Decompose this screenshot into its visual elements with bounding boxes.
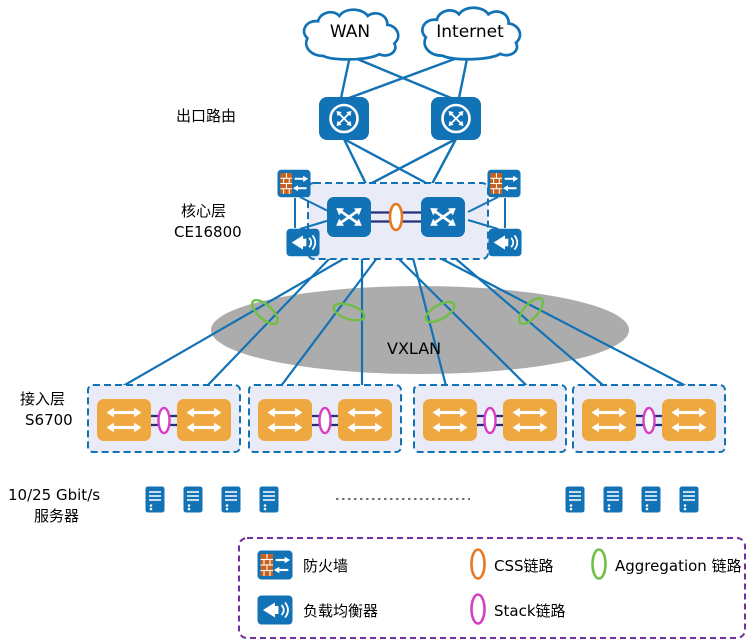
- access-switch-icon: [662, 399, 716, 441]
- cloud-router-links: [339, 52, 470, 100]
- stack-link-ellipses: [157, 406, 656, 435]
- access-switch-icon: [97, 399, 151, 441]
- servers-label: 10/25 Gbit/s 服务器: [8, 485, 100, 527]
- access-switch-icon: [338, 399, 392, 441]
- legend-load-balancer-icon: [257, 595, 293, 625]
- servers-label-line1: 10/25 Gbit/s: [8, 486, 101, 504]
- firewall-icon-right: [487, 170, 520, 197]
- css-link-ellipse: [388, 202, 404, 232]
- legend-load-balancer-label: 负载均衡器: [303, 602, 379, 620]
- servers-label-line2: 服务器: [34, 507, 80, 525]
- router-core-links: [342, 137, 458, 186]
- service-appliance-links: [294, 196, 506, 230]
- access-switch-icon: [582, 399, 636, 441]
- access-layer-label-line2: S6700: [25, 411, 73, 429]
- server-icon: [603, 486, 623, 513]
- legend-aggregation-link-ellipse: [591, 548, 607, 580]
- legend-stack-link-label: Stack链路: [494, 602, 566, 620]
- server-icon: [259, 486, 279, 513]
- exit-router-icon-right: [431, 97, 481, 140]
- core-switch-icon-right: [421, 197, 465, 237]
- load-balancer-icon-left: [286, 228, 320, 257]
- legend-firewall-icon: [258, 551, 293, 580]
- legend-stack-link-ellipse: [470, 593, 486, 625]
- access-switch-icons: [97, 399, 716, 441]
- server-icon: [679, 486, 699, 513]
- server-icon: [183, 486, 203, 513]
- legend-aggregation-link-label: Aggregation 链路: [615, 557, 742, 575]
- load-balancer-icon-right: [488, 228, 522, 257]
- aggregation-link-ellipses: [251, 297, 545, 326]
- server-icon: [641, 486, 661, 513]
- access-layer-label-line1: 接入层: [20, 390, 66, 408]
- core-layer-label-line2: CE16800: [174, 223, 242, 241]
- core-access-links: [122, 257, 687, 387]
- access-switch-icon: [258, 399, 312, 441]
- legend-css-link-label: CSS链路: [494, 557, 554, 575]
- access-layer-label: 接入层 S6700: [20, 389, 73, 431]
- internet-cloud-label: Internet: [436, 22, 504, 42]
- server-icon: [221, 486, 241, 513]
- access-switch-icon: [177, 399, 231, 441]
- access-switch-icon: [503, 399, 557, 441]
- vxlan-label: VXLAN: [387, 339, 442, 358]
- legend-css-link-ellipse: [470, 548, 486, 580]
- legend-firewall-label: 防火墙: [303, 557, 349, 575]
- core-layer-label: 核心层 CE16800: [174, 201, 242, 243]
- access-switch-icon: [423, 399, 477, 441]
- core-switch-icon-left: [327, 197, 371, 237]
- exit-router-label: 出口路由: [176, 107, 237, 125]
- server-icon: [145, 486, 165, 513]
- wan-cloud-label: WAN: [329, 22, 371, 42]
- firewall-icon-left: [277, 170, 310, 197]
- core-layer-label-line1: 核心层: [181, 202, 227, 220]
- legend-box: [238, 537, 746, 639]
- server-icon: [565, 486, 585, 513]
- exit-router-icon-left: [319, 97, 369, 140]
